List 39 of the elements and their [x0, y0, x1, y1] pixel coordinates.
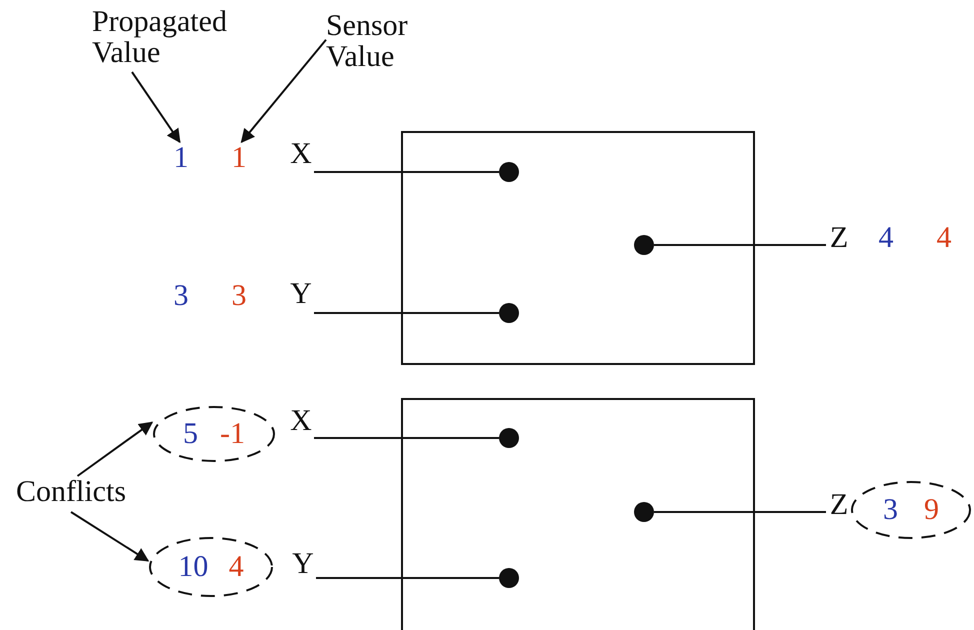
port-label: Z [826, 222, 852, 258]
leader-arrow [240, 39, 327, 144]
value-text: 10 [178, 550, 208, 584]
annotation-label: Sensor Value [326, 10, 436, 76]
value-text: 9 [924, 493, 939, 527]
value-text: 4 [228, 550, 244, 584]
value-text: 3 [883, 493, 898, 527]
value-text: 1 [168, 142, 194, 178]
annotation-label: Propagated Value [92, 6, 252, 72]
value-text: 4 [931, 222, 957, 258]
pin-dot [499, 568, 519, 588]
value-text: 5 [183, 417, 198, 451]
block-box [401, 131, 755, 365]
leader-arrow [76, 422, 154, 477]
port-label: X [288, 405, 314, 441]
value-text: 4 [873, 222, 899, 258]
wire-line [314, 312, 499, 314]
port-label: Z [826, 489, 852, 525]
wire-line [316, 577, 499, 579]
wire-line [654, 244, 826, 246]
value-text: 1 [226, 142, 252, 178]
pin-dot [634, 502, 654, 522]
leader-arrow [131, 71, 181, 144]
value-text: 3 [168, 280, 194, 316]
pin-dot [499, 162, 519, 182]
annotation-label: Conflicts [6, 476, 136, 512]
port-label: X [288, 138, 314, 174]
wire-line [314, 171, 499, 173]
port-label: Y [288, 278, 314, 314]
pin-dot [499, 303, 519, 323]
pin-dot [634, 235, 654, 255]
value-text: 3 [226, 280, 252, 316]
block-box [401, 398, 755, 630]
leader-arrow [70, 511, 150, 562]
wire-line [314, 437, 499, 439]
wire-line [654, 511, 826, 513]
pin-dot [499, 428, 519, 448]
value-text: -1 [220, 417, 245, 451]
port-label: Y [290, 548, 316, 584]
